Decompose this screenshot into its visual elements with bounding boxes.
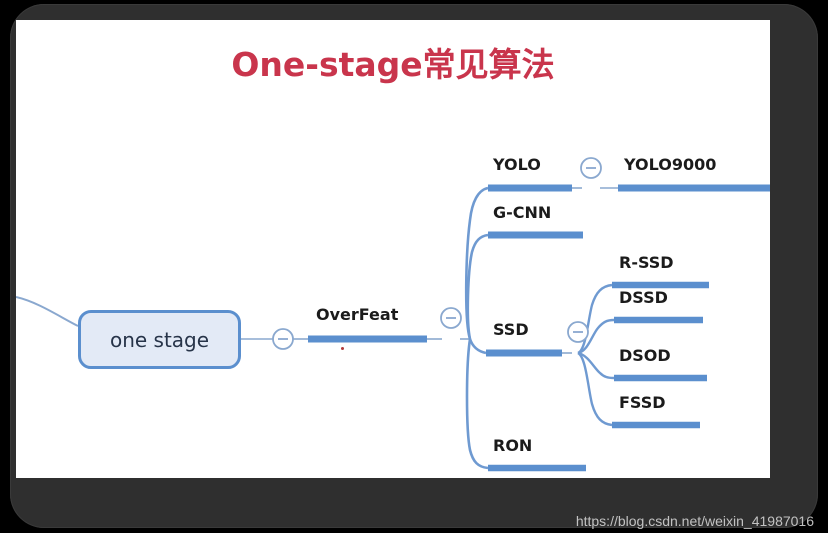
toggle-ssd-icon[interactable]	[567, 321, 589, 343]
mindmap-connectors	[16, 157, 770, 472]
connector-to-gcnn	[466, 233, 489, 340]
node-label-yolo9000[interactable]: YOLO9000	[624, 155, 717, 174]
mindmap-root-label: one stage	[109, 327, 210, 352]
node-label-dsod[interactable]: DSOD	[619, 346, 671, 365]
watermark: https://blog.csdn.net/weixin_41987016	[575, 513, 814, 529]
node-label-dssd[interactable]: DSSD	[619, 288, 668, 307]
node-label-fssd[interactable]: FSSD	[619, 393, 666, 412]
mindmap-root-node[interactable]: one stage	[78, 310, 241, 369]
toggle-overfeat-icon[interactable]	[440, 307, 462, 329]
connector-ssd-to-dssd	[577, 318, 615, 355]
node-label-gcnn[interactable]: G-CNN	[493, 203, 552, 222]
node-label-rssd[interactable]: R-SSD	[619, 253, 674, 272]
connector-ssd-to-rssd	[577, 283, 613, 355]
mindmap: one stage OverFeat YOLO YOLO9000 G-CNN S…	[16, 20, 770, 478]
connector-to-ssd	[468, 338, 487, 355]
page-title: One-stage常见算法	[231, 45, 555, 84]
node-label-overfeat[interactable]: OverFeat	[316, 305, 399, 324]
node-label-ron[interactable]: RON	[493, 436, 533, 455]
slide-canvas: One-stage常见算法	[16, 20, 770, 478]
stray-red-dot	[341, 347, 344, 350]
toggle-yolo-icon[interactable]	[580, 157, 602, 179]
connector-ssd-to-fssd	[577, 351, 613, 427]
connector-to-ron	[465, 338, 489, 470]
node-label-ssd[interactable]: SSD	[493, 320, 529, 339]
node-label-yolo[interactable]: YOLO	[493, 155, 541, 174]
connector-ssd-to-dsod	[577, 351, 615, 380]
toggle-root-icon[interactable]	[272, 328, 294, 350]
connector-incoming	[16, 296, 79, 327]
